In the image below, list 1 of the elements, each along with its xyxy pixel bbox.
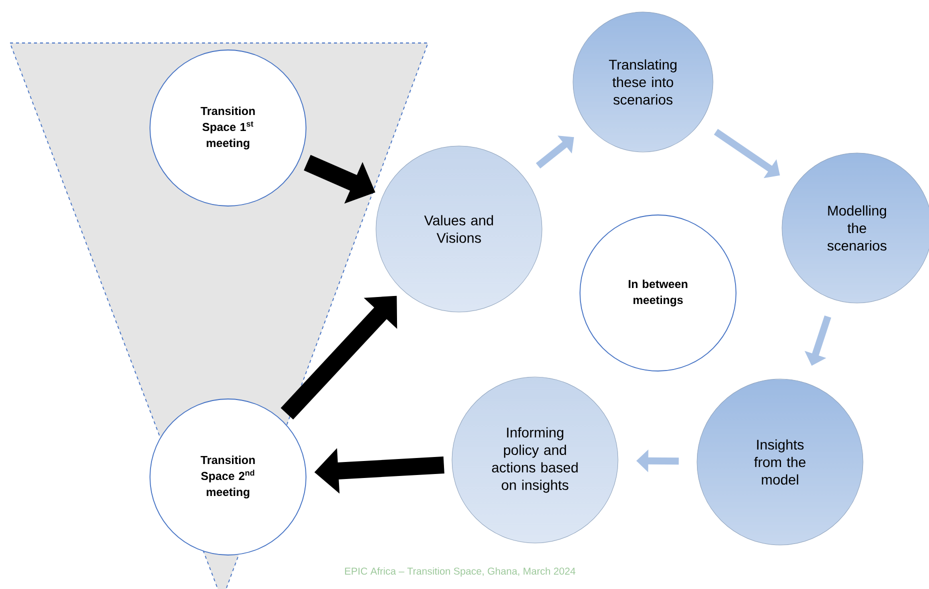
footer-note: EPIC Africa – Transition Space, Ghana, March 2024 xyxy=(345,567,576,577)
